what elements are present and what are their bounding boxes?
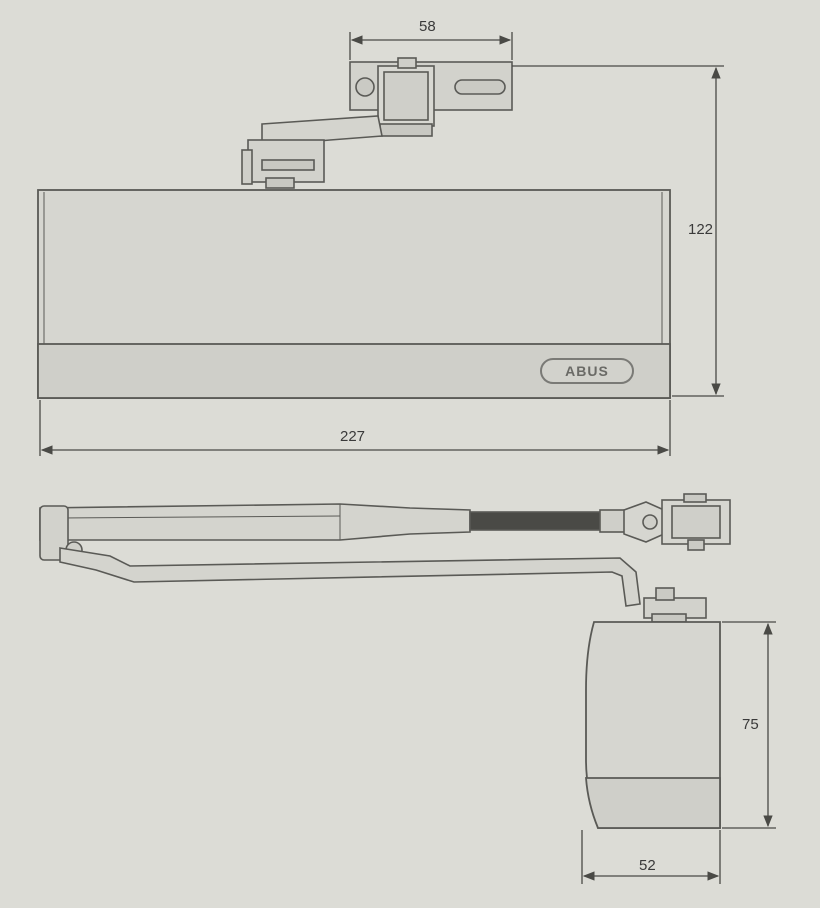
dimension-label-75: 75: [742, 716, 759, 733]
dimension-label-52: 52: [639, 857, 656, 874]
dimension-52: [581, 830, 721, 884]
brand-logo: ABUS: [540, 358, 634, 384]
mounting-bracket: [349, 57, 513, 137]
dimension-label-227: 227: [340, 428, 366, 445]
dimension-label-58: 58: [419, 18, 436, 35]
dimension-58: [349, 32, 513, 60]
dimension-122: [512, 65, 724, 397]
top-arm: [241, 115, 383, 189]
closer-side-profile: [585, 621, 721, 829]
arm-assembly: [39, 493, 731, 623]
dimension-label-122: 122: [688, 221, 714, 238]
dimension-75: [722, 621, 776, 829]
dimension-227: [39, 400, 671, 456]
